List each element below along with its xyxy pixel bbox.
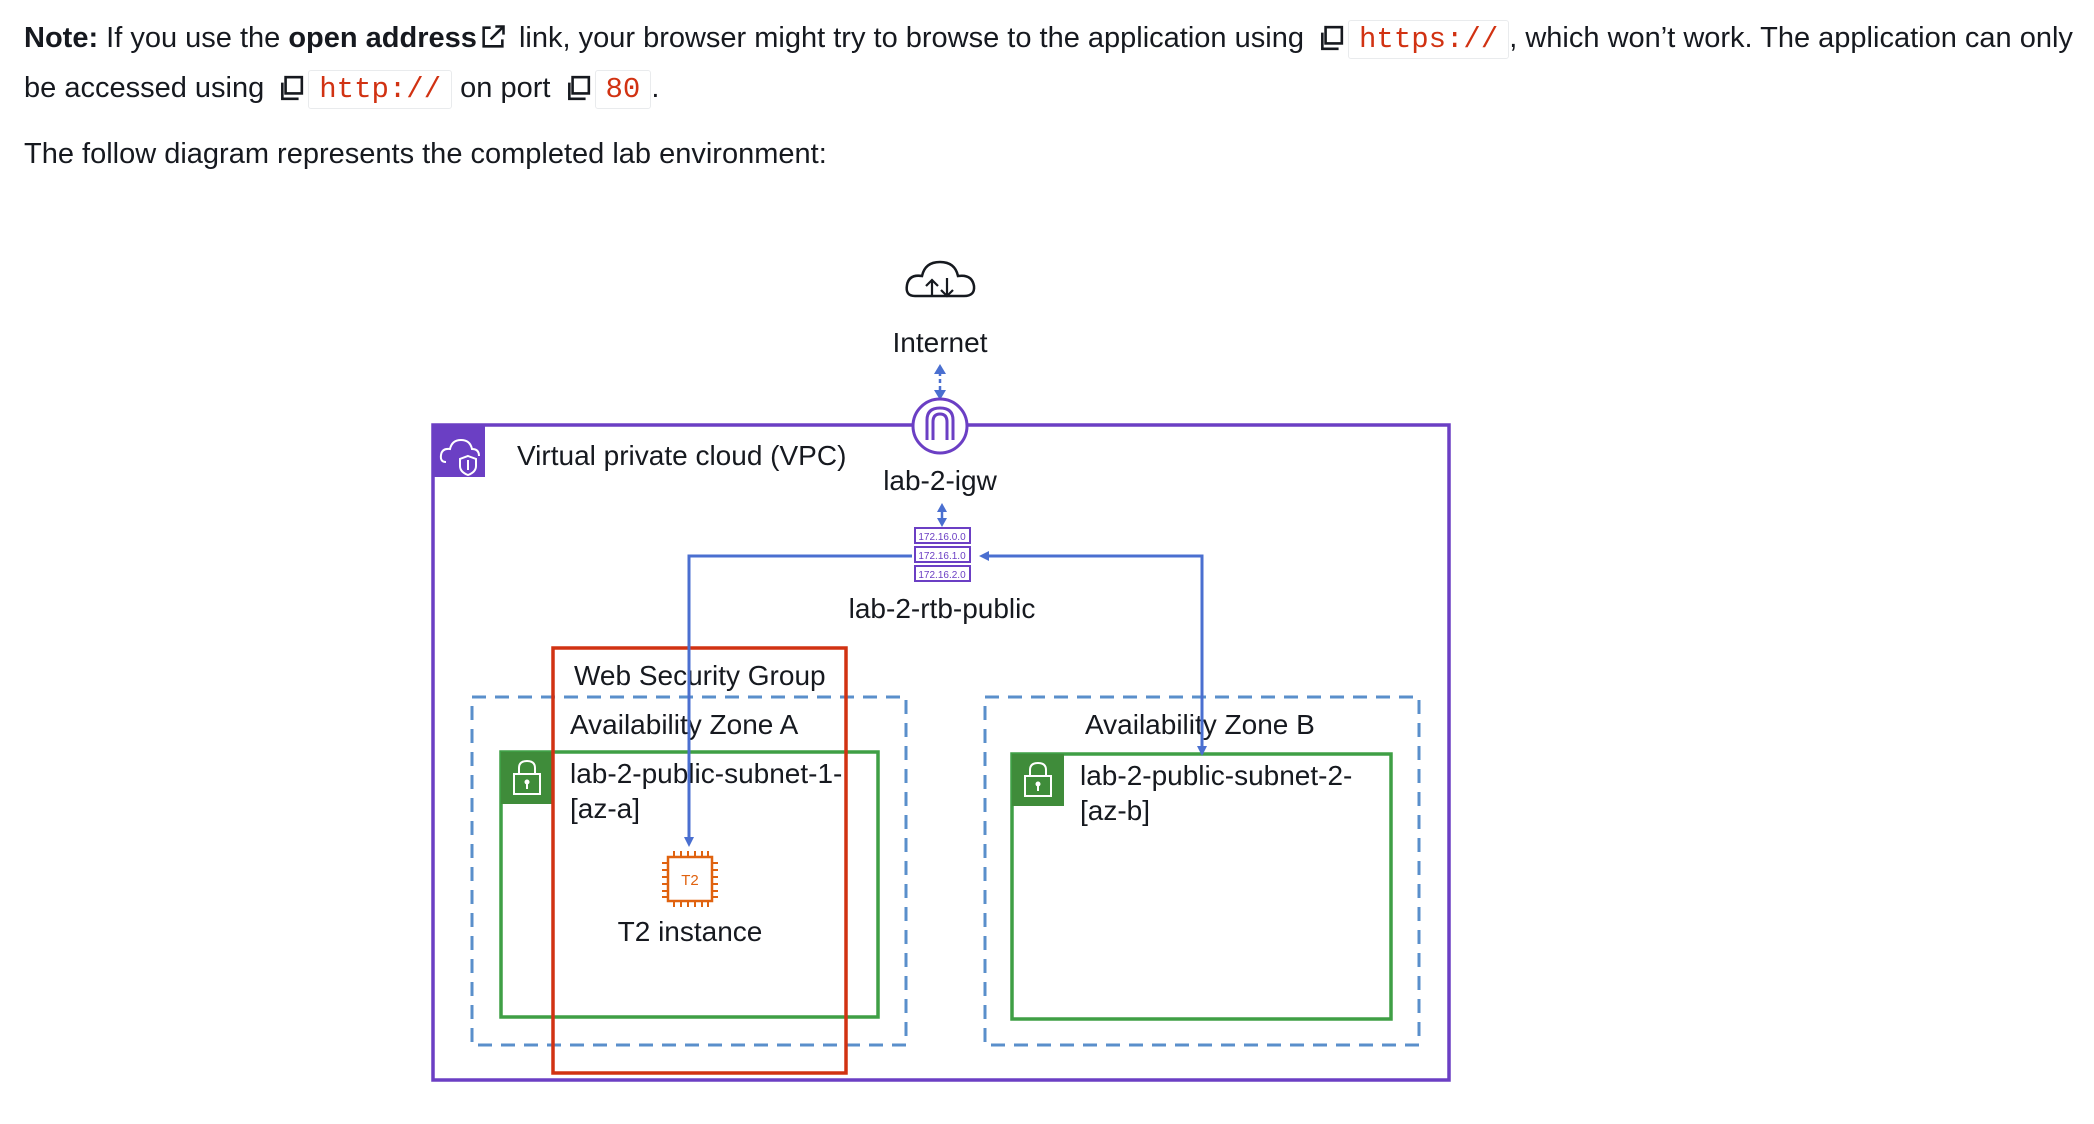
rtb-to-instance-arrow bbox=[684, 554, 912, 847]
note-label: Note: bbox=[24, 22, 99, 54]
route-row-3: 172.16.2.0 bbox=[918, 570, 966, 581]
external-link-icon bbox=[482, 25, 505, 48]
port-code: 80 bbox=[594, 70, 652, 109]
vpc-cloud-icon bbox=[433, 425, 485, 477]
route-table-icon: 172.16.0.0 172.16.1.0 172.16.2.0 bbox=[914, 527, 971, 582]
security-group-label: Web Security Group bbox=[574, 660, 826, 691]
vpc-label: Virtual private cloud (VPC) bbox=[517, 440, 846, 471]
note-text-4: on port bbox=[452, 72, 559, 104]
note-text-2: link, your browser might try to browse t… bbox=[510, 22, 1313, 54]
rtb-to-subnet2-arrowhead bbox=[1197, 746, 1207, 756]
lock-icon bbox=[1012, 754, 1064, 806]
subnet-2-label-line1: lab-2-public-subnet-2- bbox=[1080, 760, 1352, 791]
instance-label: T2 instance bbox=[618, 916, 763, 947]
subnet-2-label-line2: [az-b] bbox=[1080, 795, 1150, 826]
web-security-group bbox=[551, 646, 848, 1075]
subnet-1-label-line1: lab-2-public-subnet-1- bbox=[570, 758, 842, 789]
igw-rtb-arrow bbox=[937, 503, 947, 527]
internet-label: Internet bbox=[893, 327, 988, 358]
https-code: https:// bbox=[1348, 20, 1510, 59]
internet-igw-arrow bbox=[934, 364, 946, 400]
note-text-5: . bbox=[651, 72, 660, 104]
az-b-label: Availability Zone B bbox=[1085, 709, 1315, 740]
copy-icon[interactable] bbox=[278, 75, 304, 101]
note-text-1: If you use the bbox=[98, 22, 289, 54]
cloud-icon bbox=[905, 260, 976, 298]
route-table-label: lab-2-rtb-public bbox=[849, 593, 1036, 624]
http-code: http:// bbox=[308, 70, 453, 109]
public-subnet-2 bbox=[1010, 752, 1393, 1021]
internet-gateway-icon bbox=[911, 397, 969, 455]
route-row-1: 172.16.0.0 bbox=[918, 532, 966, 543]
intro-text: The follow diagram represents the comple… bbox=[24, 138, 827, 170]
copy-icon[interactable] bbox=[1318, 25, 1344, 51]
instance-chip-label: T2 bbox=[681, 872, 699, 889]
rtb-to-subnet2-arrow bbox=[979, 551, 1204, 754]
route-row-2: 172.16.1.0 bbox=[918, 551, 966, 562]
igw-label: lab-2-igw bbox=[883, 465, 997, 496]
lock-icon bbox=[501, 752, 553, 804]
ec2-chip-icon: T2 bbox=[662, 851, 718, 907]
az-a-label: Availability Zone A bbox=[570, 709, 799, 740]
subnet-1-label-line2: [az-a] bbox=[570, 793, 640, 824]
note-paragraph: Note: If you use the open address link, … bbox=[24, 14, 2074, 114]
copy-icon[interactable] bbox=[565, 75, 591, 101]
note-text-3: , which won’t work. The application can … bbox=[24, 22, 2073, 104]
open-address-link-text: open address bbox=[288, 22, 477, 54]
